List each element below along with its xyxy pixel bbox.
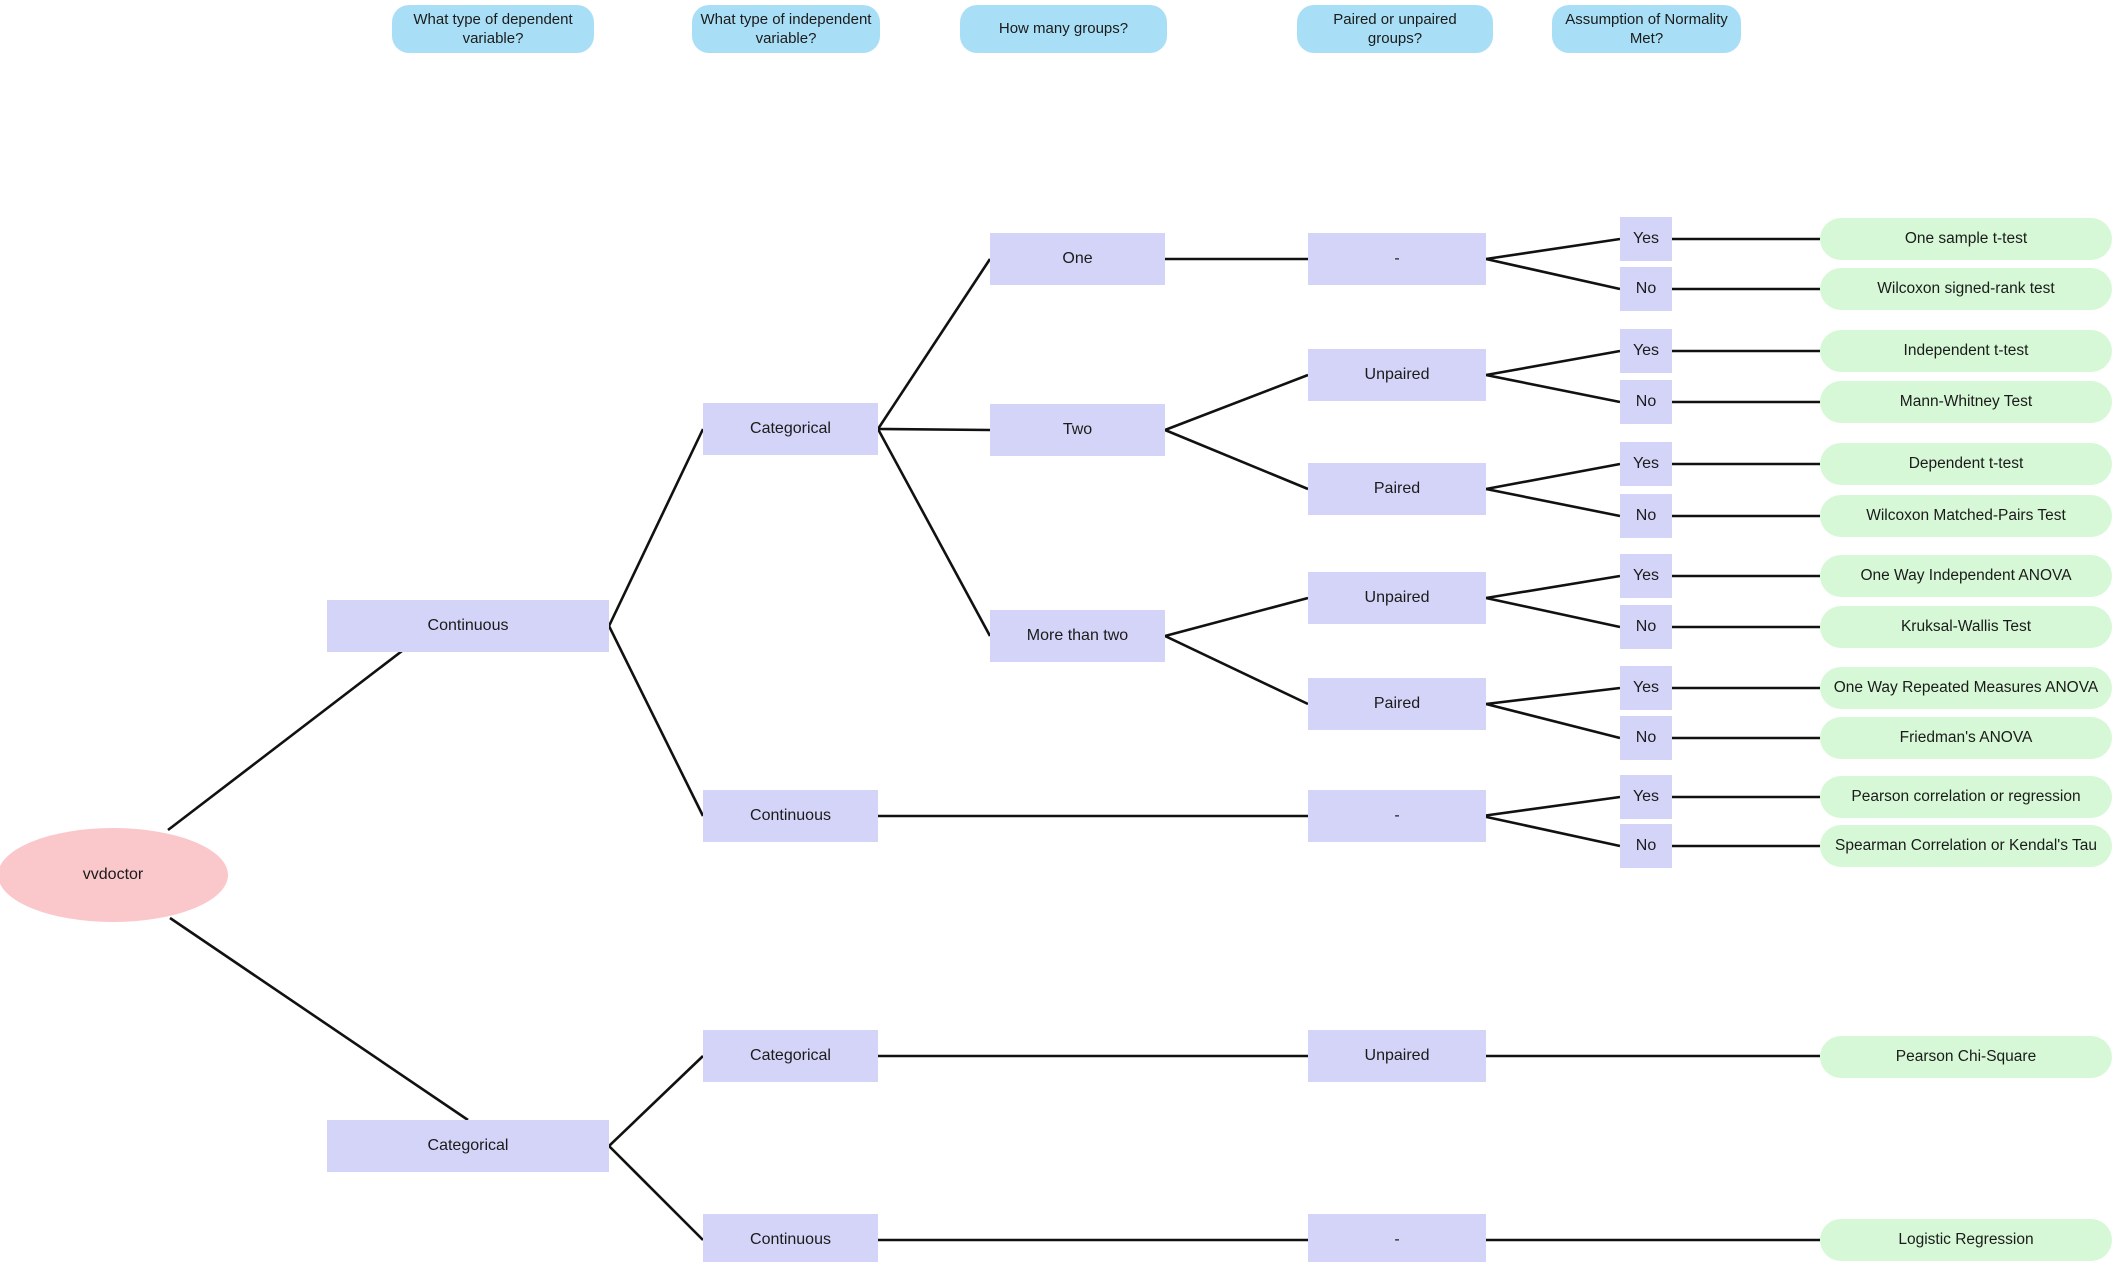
node-independent-continuous-lower: Continuous bbox=[703, 1214, 878, 1262]
node-pairing-unpaired-categorical: Unpaired bbox=[1308, 1030, 1486, 1082]
node-normality-no-3: No bbox=[1620, 494, 1672, 538]
result-pearson-correlation: Pearson correlation or regression bbox=[1820, 776, 2112, 818]
node-normality-no-5: No bbox=[1620, 716, 1672, 760]
edge bbox=[1164, 596, 1309, 638]
node-pairing-dash-logistic: - bbox=[1308, 1214, 1486, 1262]
node-independent-continuous-upper: Continuous bbox=[703, 790, 878, 842]
edge bbox=[607, 428, 705, 627]
node-pairing-paired-more: Paired bbox=[1308, 678, 1486, 730]
node-normality-no-6: No bbox=[1620, 824, 1672, 868]
result-one-way-repeated-anova: One Way Repeated Measures ANOVA bbox=[1820, 667, 2112, 709]
result-dependent-t-test: Dependent t-test bbox=[1820, 443, 2112, 485]
edge bbox=[608, 1055, 704, 1147]
node-normality-no-2: No bbox=[1620, 380, 1672, 424]
node-normality-yes-4: Yes bbox=[1620, 554, 1672, 598]
node-normality-no-1: No bbox=[1620, 267, 1672, 311]
edge bbox=[1481, 814, 1621, 848]
result-independent-t-test: Independent t-test bbox=[1820, 330, 2112, 372]
node-normality-yes-2: Yes bbox=[1620, 329, 1672, 373]
root-node-vvdoctor: vvdoctor bbox=[0, 828, 228, 922]
edge bbox=[1485, 596, 1621, 629]
edge bbox=[167, 649, 403, 832]
edge bbox=[1164, 634, 1309, 706]
column-header-paired-unpaired: Paired or unpaired groups? bbox=[1297, 5, 1493, 53]
edge bbox=[1485, 237, 1621, 261]
result-wilcoxon-signed-rank: Wilcoxon signed-rank test bbox=[1820, 268, 2112, 310]
edge bbox=[1481, 795, 1621, 818]
edge bbox=[1485, 574, 1621, 600]
result-one-way-independent-anova: One Way Independent ANOVA bbox=[1820, 555, 2112, 597]
node-pairing-unpaired-two: Unpaired bbox=[1308, 349, 1486, 401]
result-logistic-regression: Logistic Regression bbox=[1820, 1219, 2112, 1261]
node-normality-yes-3: Yes bbox=[1620, 442, 1672, 486]
result-one-sample-t-test: One sample t-test bbox=[1820, 218, 2112, 260]
node-pairing-unpaired-more: Unpaired bbox=[1308, 572, 1486, 624]
node-normality-yes-5: Yes bbox=[1620, 666, 1672, 710]
edge bbox=[1485, 349, 1621, 377]
edge bbox=[1485, 257, 1621, 291]
edge bbox=[1164, 373, 1309, 432]
node-groups-one: One bbox=[990, 233, 1165, 285]
edge bbox=[1485, 686, 1621, 706]
edge bbox=[1485, 462, 1621, 491]
column-header-dependent-variable: What type of dependent variable? bbox=[392, 5, 594, 53]
node-groups-more-than-two: More than two bbox=[990, 610, 1165, 662]
result-kruksal-wallis: Kruksal-Wallis Test bbox=[1820, 606, 2112, 648]
node-pairing-paired-two: Paired bbox=[1308, 463, 1486, 515]
column-header-independent-variable: What type of independent variable? bbox=[692, 5, 880, 53]
result-mann-whitney: Mann-Whitney Test bbox=[1820, 381, 2112, 423]
edge bbox=[1164, 428, 1309, 491]
node-pairing-dash-one: - bbox=[1308, 233, 1486, 285]
edge bbox=[1485, 373, 1621, 404]
node-pairing-dash-continuous: - bbox=[1308, 790, 1486, 842]
column-header-how-many-groups: How many groups? bbox=[960, 5, 1167, 53]
result-friedmans-anova: Friedman's ANOVA bbox=[1820, 717, 2112, 759]
node-normality-yes-6: Yes bbox=[1620, 775, 1672, 819]
edge bbox=[1485, 702, 1621, 740]
node-groups-two: Two bbox=[990, 404, 1165, 456]
edge bbox=[169, 916, 469, 1122]
edge bbox=[876, 428, 992, 637]
node-normality-no-4: No bbox=[1620, 605, 1672, 649]
edge bbox=[877, 427, 991, 432]
node-dependent-continuous: Continuous bbox=[327, 600, 609, 652]
node-independent-categorical-lower: Categorical bbox=[703, 1030, 878, 1082]
edge bbox=[876, 258, 992, 430]
edge bbox=[1485, 487, 1621, 518]
column-header-normality: Assumption of Normality Met? bbox=[1552, 5, 1741, 53]
node-normality-yes-1: Yes bbox=[1620, 217, 1672, 261]
result-spearman-kendal: Spearman Correlation or Kendal's Tau bbox=[1820, 825, 2112, 867]
node-independent-categorical-upper: Categorical bbox=[703, 403, 878, 455]
result-wilcoxon-matched-pairs: Wilcoxon Matched-Pairs Test bbox=[1820, 495, 2112, 537]
node-dependent-categorical: Categorical bbox=[327, 1120, 609, 1172]
edge bbox=[608, 1145, 704, 1241]
edge bbox=[607, 625, 705, 817]
result-pearson-chi-square: Pearson Chi-Square bbox=[1820, 1036, 2112, 1078]
